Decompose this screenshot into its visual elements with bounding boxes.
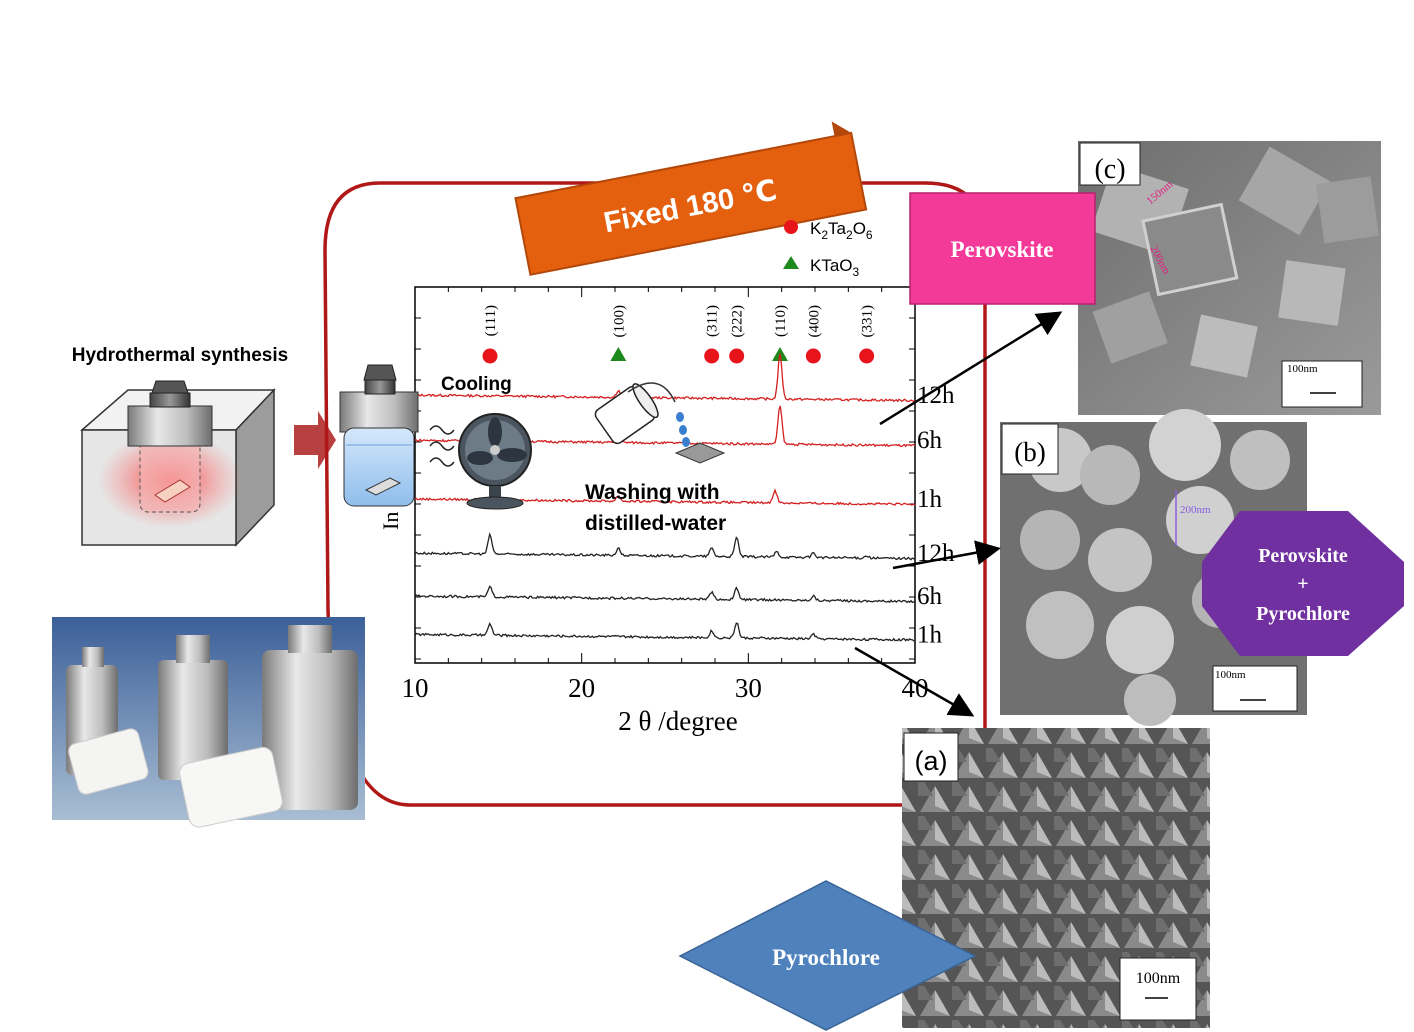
oven-illustration — [79, 380, 276, 547]
legend-label-ktao3: KTaO3 — [810, 256, 860, 279]
peak-hkl-label: (100) — [611, 305, 627, 338]
peak-hkl-label: (222) — [730, 305, 746, 338]
sem-image-c: 150nm 200nm (c) 100nm — [1078, 141, 1381, 415]
xrd-series-line — [414, 353, 916, 403]
sem-b-dimension: 200nm — [1180, 504, 1211, 516]
synthesis-title: Hydrothermal synthesis — [72, 345, 288, 366]
peak-marker-k2ta2o6 — [859, 348, 875, 364]
peak-marker-k2ta2o6 — [805, 348, 821, 364]
svg-text:Pyrochlore: Pyrochlore — [1256, 603, 1350, 625]
svg-text:Pyrochlore: Pyrochlore — [772, 945, 880, 970]
legend-marker-ktao3 — [783, 256, 799, 269]
series-time-label: 1h — [917, 621, 943, 648]
cooling-illustration: Cooling — [339, 364, 532, 510]
svg-text:Perovskite: Perovskite — [1258, 545, 1348, 567]
sem-b-label-box — [1001, 423, 1059, 475]
peak-hkl-label: (400) — [806, 305, 822, 338]
peak-hkl-label: (331) — [860, 305, 876, 338]
legend-marker-k2ta2o6 — [784, 220, 798, 234]
series-time-label: 1h — [917, 486, 943, 513]
xrd-series-line — [414, 585, 916, 604]
xrd-series-line — [414, 622, 915, 642]
phase-label-pyrochlore: Pyrochlore — [678, 880, 977, 1031]
series-time-label: 6h — [917, 427, 943, 454]
peak-hkl-label: (111) — [483, 305, 499, 336]
peak-marker-ktao3 — [610, 347, 627, 361]
arrow-to-sem-a — [854, 646, 975, 717]
sem-c-label: (c) — [1094, 154, 1125, 185]
cooling-label: Cooling — [441, 374, 512, 395]
sem-c-label-box — [1079, 142, 1141, 186]
sem-b-scale-box — [1212, 665, 1298, 712]
sem-c-scale: 100nm — [1287, 363, 1318, 375]
x-tick-label: 20 — [568, 673, 595, 703]
sem-a-scale: 100nm — [1136, 970, 1181, 987]
arrow-to-sem-c — [879, 311, 1063, 426]
svg-text:Perovskite: Perovskite — [950, 237, 1053, 262]
sem-image-a: (a) 100nm — [902, 728, 1210, 1028]
washing-label-line1: Washing with — [585, 481, 720, 504]
peak-hkl-label: (110) — [773, 305, 789, 337]
sem-a-label: (a) — [915, 746, 948, 776]
arrow-to-sem-b — [892, 540, 1001, 570]
sem-b-label: (b) — [1014, 437, 1045, 467]
phase-legend: K2Ta2O6 KTaO3 — [783, 219, 873, 279]
temperature-banner: Fixed 180 ℃ — [514, 121, 868, 276]
process-arrow-1 — [294, 411, 336, 469]
xrd-series-line — [414, 531, 916, 561]
x-tick-label: 10 — [402, 673, 429, 703]
sem-c-scale-box — [1281, 360, 1363, 408]
peak-marker-k2ta2o6 — [704, 348, 720, 364]
x-tick-label: 30 — [735, 673, 762, 703]
washing-label-line2: distilled-water — [585, 512, 726, 535]
sem-b-scale: 100nm — [1215, 669, 1246, 681]
peak-marker-k2ta2o6 — [729, 348, 745, 364]
sem-a-scale-box — [1119, 957, 1197, 1021]
autoclave-photo — [52, 617, 365, 828]
series-time-label: 6h — [917, 583, 943, 610]
peak-marker-k2ta2o6 — [482, 348, 498, 364]
sem-a-label-box — [903, 732, 959, 782]
phase-label-perovskite: Perovskite — [909, 192, 1096, 305]
washing-illustration: Washing with distilled-water — [585, 382, 726, 535]
series-time-label: 12h — [917, 382, 955, 409]
peak-hkl-label: (311) — [705, 305, 721, 337]
svg-text:+: + — [1297, 573, 1308, 595]
x-axis-label: 2 θ /degree — [618, 706, 737, 736]
legend-label-k2ta2o6: K2Ta2O6 — [810, 219, 873, 242]
y-axis-label: In — [378, 512, 403, 530]
phase-label-mixed: Perovskite + Pyrochlore — [1202, 511, 1404, 656]
